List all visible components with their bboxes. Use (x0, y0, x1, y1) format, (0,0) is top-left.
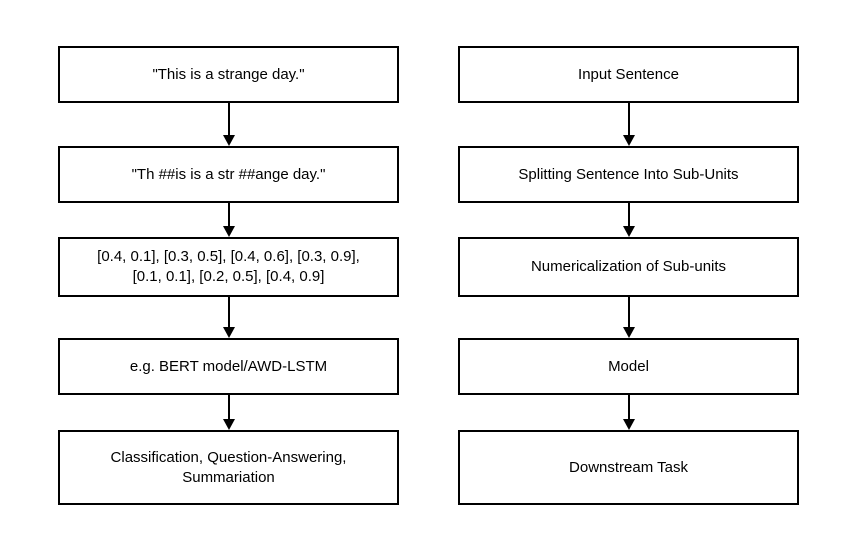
node-input-text: "This is a strange day." (58, 46, 399, 103)
node-label: Classification, Question-Answering, Summ… (110, 448, 347, 486)
node-numeric-vectors: [0.4, 0.1], [0.3, 0.5], [0.4, 0.6], [0.3… (58, 237, 399, 297)
arrow-example-4-to-5 (223, 395, 235, 430)
node-label: "This is a strange day." (152, 65, 305, 83)
arrow-example-2-to-3 (223, 203, 235, 237)
node-input-sentence: Input Sentence (458, 46, 799, 103)
arrowhead-icon (223, 226, 235, 237)
arrow-pipeline-3-to-4 (623, 297, 635, 338)
flowchart-column-example: "This is a strange day." "Th ##is is a s… (58, 0, 399, 550)
flowchart-column-pipeline: Input Sentence Splitting Sentence Into S… (458, 0, 799, 550)
arrow-pipeline-2-to-3 (623, 203, 635, 237)
arrowhead-icon (623, 226, 635, 237)
node-label: [0.4, 0.1], [0.3, 0.5], [0.4, 0.6], [0.3… (97, 248, 360, 285)
node-label: Input Sentence (578, 65, 679, 83)
node-task-examples: Classification, Question-Answering, Summ… (58, 430, 399, 505)
node-label: Downstream Task (569, 458, 688, 476)
node-splitting-sentence: Splitting Sentence Into Sub-Units (458, 146, 799, 203)
node-model-examples: e.g. BERT model/AWD-LSTM (58, 338, 399, 395)
arrow-example-1-to-2 (223, 103, 235, 146)
node-model: Model (458, 338, 799, 395)
arrowhead-icon (623, 135, 635, 146)
node-numericalization: Numericalization of Sub-units (458, 237, 799, 297)
node-label: Splitting Sentence Into Sub-Units (518, 165, 739, 183)
arrowhead-icon (223, 419, 235, 430)
arrow-pipeline-1-to-2 (623, 103, 635, 146)
node-tokenized-text: "Th ##is is a str ##ange day." (58, 146, 399, 203)
node-label: Numericalization of Sub-units (530, 258, 727, 275)
node-label: Model (608, 357, 649, 375)
arrow-example-3-to-4 (223, 297, 235, 338)
node-downstream-task: Downstream Task (458, 430, 799, 505)
arrowhead-icon (223, 327, 235, 338)
arrowhead-icon (623, 327, 635, 338)
arrowhead-icon (223, 135, 235, 146)
node-label: "Th ##is is a str ##ange day." (131, 165, 326, 183)
arrow-pipeline-4-to-5 (623, 395, 635, 430)
arrowhead-icon (623, 419, 635, 430)
node-label: e.g. BERT model/AWD-LSTM (129, 357, 328, 375)
